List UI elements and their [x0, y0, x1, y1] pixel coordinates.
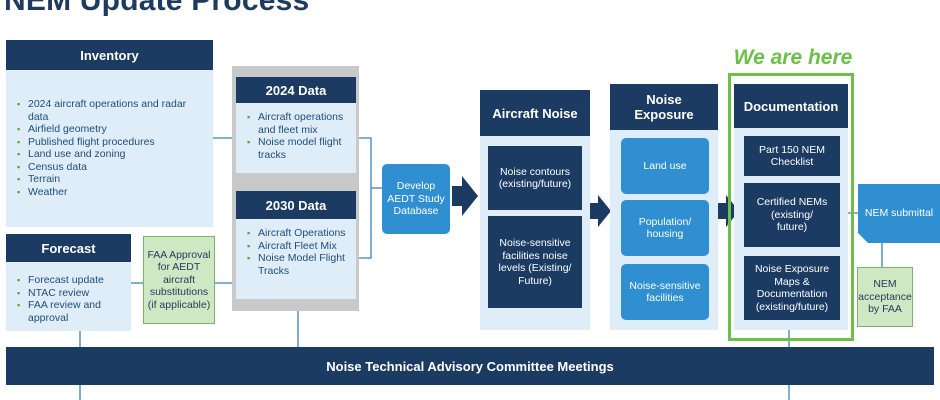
data-2024-header: 2024 Data — [236, 77, 356, 103]
we-are-here-highlight — [728, 73, 854, 341]
arrow-to-noise-exposure — [590, 195, 611, 227]
list-item: Aircraft Fleet Mix — [247, 240, 352, 253]
list-item: Terrain — [17, 173, 207, 186]
faa-approval-note: FAA Approval for AEDT aircraft substitut… — [143, 236, 215, 324]
list-item: Published flight procedures — [17, 136, 207, 149]
data-2030-panel: Aircraft Operations Aircraft Fleet Mix N… — [236, 219, 356, 299]
list-item: Aircraft operations and fleet mix — [247, 111, 352, 136]
page-title: NEM Update Process — [4, 0, 310, 17]
data-2030-header: 2030 Data — [236, 191, 356, 219]
list-item: Weather — [17, 186, 207, 199]
noise-contours-box: Noise contours (existing/future) — [488, 146, 582, 210]
land-use-box: Land use — [621, 138, 709, 194]
data-2024-panel: Aircraft operations and fleet mix Noise … — [236, 103, 356, 173]
ntac-meetings-bar: Noise Technical Advisory Committee Meeti… — [6, 347, 934, 385]
we-are-here-label: We are here — [733, 46, 853, 69]
list-item: Forecast update — [17, 274, 127, 287]
list-item: Census data — [17, 161, 207, 174]
list-item: FAA review and approval — [17, 299, 127, 324]
list-item: Land use and zoning — [17, 148, 207, 161]
documentation-header: Documentation — [734, 84, 848, 128]
nem-acceptance-note: NEM acceptance by FAA — [857, 267, 913, 327]
forecast-header: Forecast — [6, 234, 131, 262]
noise-sensitive-facilities-box: Noise-sensitive facilities — [621, 264, 709, 320]
noise-exposure-header: Noise Exposure — [610, 84, 718, 130]
population-housing-box: Population/ housing — [621, 200, 709, 256]
list-item: 2024 aircraft operations and radar data — [17, 98, 207, 123]
nem-documentation-box: Noise Exposure Maps & Documentation (exi… — [744, 256, 840, 320]
list-item: Noise Model Flight Tracks — [247, 252, 352, 277]
part150-checklist-box: Part 150 NEM Checklist — [744, 136, 840, 176]
inventory-panel: 2024 aircraft operations and radar data … — [6, 70, 213, 227]
inventory-header: Inventory — [6, 40, 213, 70]
develop-aedt-box: Develop AEDT Study Database — [382, 164, 450, 234]
certified-nems-box: Certified NEMs (existing/ future) — [744, 183, 840, 247]
forecast-list: Forecast update NTAC review FAA review a… — [14, 274, 127, 324]
inventory-list: 2024 aircraft operations and radar data … — [14, 98, 207, 198]
list-item: Noise model flight tracks — [247, 136, 352, 161]
data-2024-list: Aircraft operations and fleet mix Noise … — [244, 111, 352, 161]
list-item: Airfield geometry — [17, 123, 207, 136]
list-item: Aircraft Operations — [247, 227, 352, 240]
arrow-to-aircraft-noise — [452, 176, 478, 216]
data-2030-list: Aircraft Operations Aircraft Fleet Mix N… — [244, 227, 352, 277]
forecast-panel: Forecast update NTAC review FAA review a… — [6, 262, 131, 331]
list-item: NTAC review — [17, 287, 127, 300]
noise-facilities-box: Noise-sensitive facilities noise levels … — [488, 216, 582, 308]
aircraft-noise-header: Aircraft Noise — [480, 90, 590, 136]
nem-submittal-box: NEM submittal — [858, 184, 940, 243]
